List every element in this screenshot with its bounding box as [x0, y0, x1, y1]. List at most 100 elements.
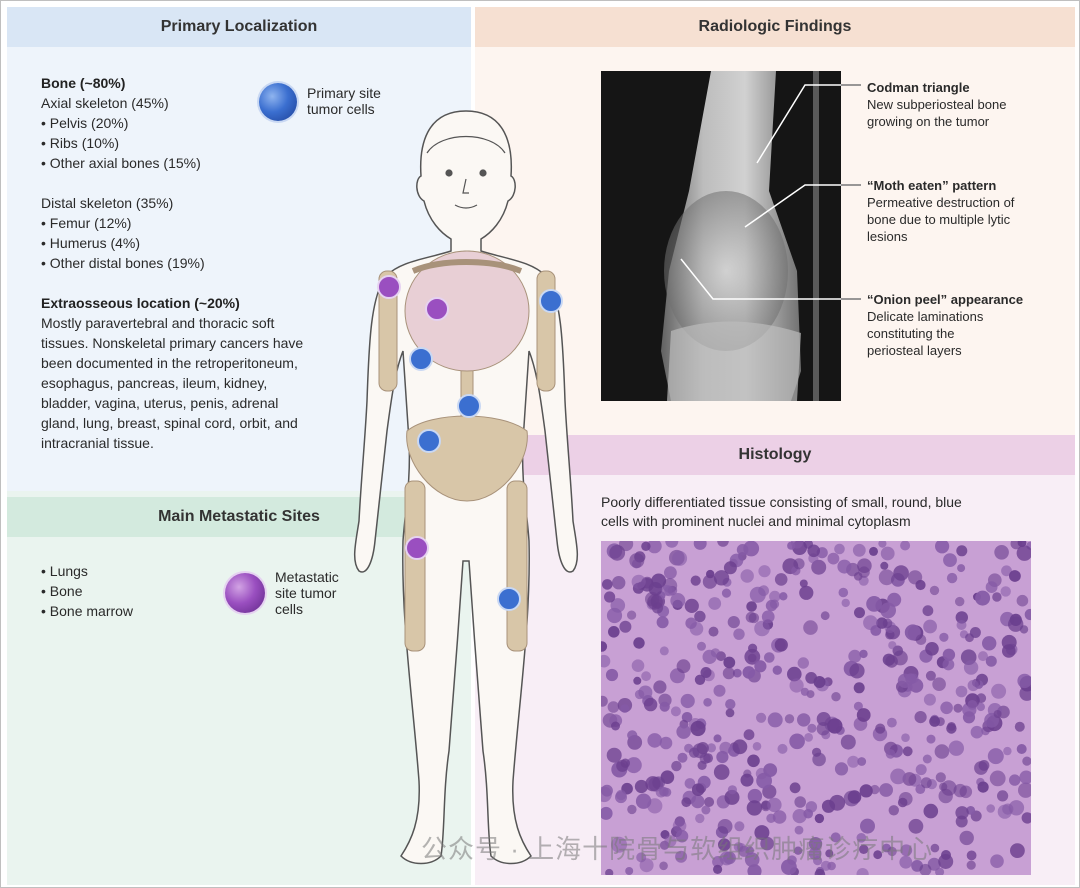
nucleus [676, 724, 691, 739]
nucleus [957, 564, 966, 573]
nucleus [713, 734, 722, 743]
nucleus [986, 804, 995, 813]
nucleus [827, 552, 840, 565]
nucleus [863, 615, 878, 631]
metastatic-cell-legend-label: Metastatic site tumor cells [275, 569, 339, 617]
histology-caption: Poorly differentiated tissue consisting … [601, 493, 962, 531]
nucleus [675, 829, 689, 843]
nucleus [703, 698, 712, 707]
nucleus [764, 652, 775, 663]
nucleus [925, 670, 936, 681]
nucleus [723, 656, 736, 669]
nucleus [885, 749, 896, 759]
nucleus [706, 743, 716, 753]
right-humerus [536, 270, 556, 392]
nucleus [629, 553, 645, 569]
caption-line: cells with prominent nuclei and minimal … [601, 513, 911, 529]
nucleus [946, 572, 958, 584]
nucleus [929, 716, 940, 727]
nucleus [1000, 586, 1011, 597]
histology-micrograph [601, 541, 1031, 875]
nucleus [959, 830, 974, 846]
nucleus [813, 676, 826, 688]
nucleus [611, 721, 620, 731]
nucleus [853, 701, 863, 711]
nucleus [758, 565, 771, 578]
nucleus [672, 819, 687, 833]
nucleus [1002, 644, 1016, 658]
nucleus [772, 665, 782, 675]
primary-marker [539, 289, 563, 313]
nucleus [702, 649, 717, 664]
nucleus [967, 679, 979, 692]
nucleus [990, 854, 1004, 868]
nucleus [1014, 721, 1025, 732]
nucleus [837, 559, 852, 574]
nucleus [619, 620, 632, 633]
nucleus [722, 667, 735, 680]
nucleus [601, 695, 608, 707]
nucleus [749, 586, 766, 603]
nucleus [605, 868, 614, 875]
nucleus [625, 757, 642, 774]
nucleus [700, 667, 712, 678]
extraosseous-line: Mostly paravertebral and thoracic soft [41, 315, 275, 331]
nucleus [853, 682, 865, 694]
axial-item: • Ribs (10%) [41, 135, 120, 151]
primary-cell-legend-label: Primary site tumor cells [307, 85, 381, 117]
nucleus [854, 607, 865, 619]
nucleus [878, 569, 895, 586]
nucleus [807, 723, 817, 733]
nucleus [814, 813, 825, 824]
primary-marker [457, 394, 481, 418]
nucleus [620, 704, 630, 713]
nucleus [1008, 800, 1025, 816]
nucleus [760, 836, 774, 851]
nucleus [747, 754, 760, 768]
nucleus [744, 852, 760, 868]
nucleus [814, 868, 826, 875]
nucleus [659, 861, 668, 871]
nucleus [601, 641, 608, 652]
nucleus [717, 541, 729, 547]
nucleus [684, 778, 696, 789]
nucleus [647, 594, 663, 610]
nucleus [977, 781, 989, 793]
nucleus [732, 739, 748, 755]
distal-item: • Humerus (4%) [41, 235, 141, 251]
nucleus [800, 687, 809, 696]
extraosseous-line: been documented in the retroperitoneum, [41, 355, 298, 371]
nucleus [856, 708, 871, 722]
moth-eaten-leader [744, 184, 861, 228]
nucleus [734, 821, 745, 832]
primary-localization-text: Bone (~80%) Axial skeleton (45%) • Pelvi… [41, 73, 341, 453]
nucleus [956, 620, 967, 630]
metastatic-marker [425, 297, 449, 321]
nucleus [820, 611, 830, 621]
nucleus [880, 561, 889, 570]
onion-peel-leader [680, 258, 861, 300]
nucleus [693, 541, 707, 550]
radiologic-findings-panel: Radiologic Findings [475, 7, 1075, 435]
nucleus [747, 864, 762, 875]
nucleus [834, 543, 845, 555]
distal-item: • Other distal bones (19%) [41, 255, 205, 271]
nucleus [888, 641, 897, 650]
nucleus [648, 582, 663, 596]
primary-marker [497, 587, 521, 611]
nucleus [939, 632, 949, 642]
nucleus [736, 843, 746, 852]
nucleus [803, 620, 818, 635]
annotation-title: “Onion peel” appearance [867, 292, 1024, 307]
annotation-line: New subperiosteal bone [867, 97, 1007, 112]
nucleus [1016, 744, 1027, 754]
xray-drawing [601, 71, 841, 401]
codman-leader [756, 84, 861, 164]
nucleus [627, 610, 637, 620]
nucleus [712, 856, 724, 868]
nucleus [767, 797, 782, 813]
nucleus [856, 833, 867, 843]
caption-line: Poorly differentiated tissue consisting … [601, 494, 962, 510]
nucleus [991, 683, 1007, 699]
nucleus [746, 601, 757, 612]
